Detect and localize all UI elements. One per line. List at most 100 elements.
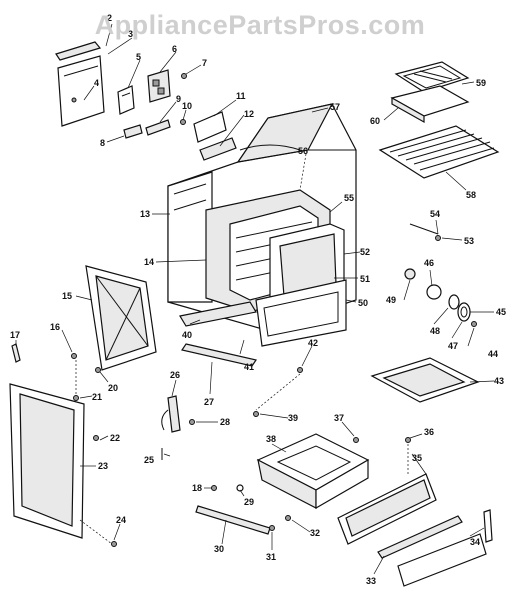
callout-40: 40 xyxy=(182,330,192,340)
screw-32 xyxy=(285,515,291,521)
callout-58: 58 xyxy=(466,190,476,200)
callout-4: 4 xyxy=(94,78,99,88)
screw-31 xyxy=(269,525,275,531)
callout-41: 41 xyxy=(244,362,254,372)
callout-11: 11 xyxy=(236,91,246,101)
callout-60: 60 xyxy=(370,116,380,126)
callout-32: 32 xyxy=(310,528,320,538)
screw-20 xyxy=(95,367,101,373)
bracket-12 xyxy=(199,137,237,161)
callout-24: 24 xyxy=(116,515,126,525)
end-cap-34 xyxy=(483,509,493,543)
callout-6: 6 xyxy=(172,44,177,54)
drip-tray-43 xyxy=(370,357,480,403)
screw-36 xyxy=(405,437,411,443)
bracket-5 xyxy=(117,85,135,115)
screw-37 xyxy=(353,437,359,443)
callout-34: 34 xyxy=(470,537,480,547)
clip-9 xyxy=(145,119,171,136)
callout-10: 10 xyxy=(182,101,192,111)
screw-7 xyxy=(181,73,187,79)
knob-49 xyxy=(404,268,416,280)
callout-14: 14 xyxy=(144,257,154,267)
callout-36: 36 xyxy=(424,427,434,437)
callout-27: 27 xyxy=(204,397,214,407)
oven-door-23 xyxy=(9,383,85,539)
callout-25: 25 xyxy=(144,455,154,465)
leader-lines xyxy=(15,23,495,575)
callout-8: 8 xyxy=(100,138,105,148)
callout-31: 31 xyxy=(266,552,276,562)
callout-59: 59 xyxy=(476,78,486,88)
screw-21 xyxy=(73,395,79,401)
drawer-38 xyxy=(256,433,370,510)
callout-26: 26 xyxy=(170,370,180,380)
callout-35: 35 xyxy=(412,453,422,463)
screw-22 xyxy=(93,435,99,441)
callout-50: 50 xyxy=(358,298,368,308)
screw-16 xyxy=(71,353,77,359)
screw-24 xyxy=(111,541,117,547)
oven-rack-58 xyxy=(378,125,500,179)
callout-22: 22 xyxy=(110,433,120,443)
callout-57: 57 xyxy=(330,102,340,112)
drawer-rail-30 xyxy=(195,505,271,535)
trim-33 xyxy=(377,515,463,559)
drawer-front-35 xyxy=(337,473,437,545)
broiler-pan-59 xyxy=(394,61,470,93)
pin-17 xyxy=(11,343,21,363)
callout-47: 47 xyxy=(448,341,458,351)
callout-18: 18 xyxy=(192,483,202,493)
callout-30: 30 xyxy=(214,544,224,554)
callout-56: 56 xyxy=(298,146,308,156)
callout-38: 38 xyxy=(266,434,276,444)
callout-28: 28 xyxy=(220,417,230,427)
screw-44 xyxy=(471,321,477,327)
bottom-trim xyxy=(397,533,487,587)
hinge-26 xyxy=(161,395,181,433)
heat-shield-15 xyxy=(85,265,157,371)
callout-13: 13 xyxy=(140,209,150,219)
callout-12: 12 xyxy=(244,109,254,119)
screw-28 xyxy=(189,419,195,425)
washer-48 xyxy=(448,294,460,310)
callout-9: 9 xyxy=(176,94,181,104)
callout-29: 29 xyxy=(244,497,254,507)
callout-33: 33 xyxy=(366,576,376,586)
callout-44: 44 xyxy=(488,349,498,359)
screw-18 xyxy=(211,485,217,491)
screw-10 xyxy=(180,119,186,125)
callout-23: 23 xyxy=(98,461,108,471)
front-frame xyxy=(167,171,213,303)
callout-53: 53 xyxy=(464,236,474,246)
callout-48: 48 xyxy=(430,326,440,336)
callout-16: 16 xyxy=(50,322,60,332)
callout-20: 20 xyxy=(108,383,118,393)
callout-55: 55 xyxy=(344,193,354,203)
screw-42 xyxy=(297,367,303,373)
screw-39 xyxy=(253,411,259,417)
rail-41 xyxy=(181,343,257,367)
knob-46 xyxy=(426,284,442,300)
screw-54 xyxy=(409,223,441,241)
callout-17: 17 xyxy=(10,330,20,340)
bracket-6 xyxy=(147,69,171,103)
clip-8 xyxy=(123,124,143,139)
callout-7: 7 xyxy=(202,58,207,68)
callout-52: 52 xyxy=(360,247,370,257)
lower-rail-40 xyxy=(179,301,257,327)
callout-2: 2 xyxy=(107,13,112,23)
side-panel-bracket xyxy=(57,55,105,127)
callout-49: 49 xyxy=(386,295,396,305)
callout-51: 51 xyxy=(360,274,370,284)
bracket-11 xyxy=(193,111,227,143)
ring-47 xyxy=(457,302,471,322)
callout-21: 21 xyxy=(92,392,102,402)
callout-3: 3 xyxy=(128,29,133,39)
callout-46: 46 xyxy=(424,258,434,268)
broiler-pan-bottom-60 xyxy=(390,85,470,124)
side-trim-strip xyxy=(55,41,102,61)
callout-39: 39 xyxy=(288,413,298,423)
callout-43: 43 xyxy=(494,376,504,386)
